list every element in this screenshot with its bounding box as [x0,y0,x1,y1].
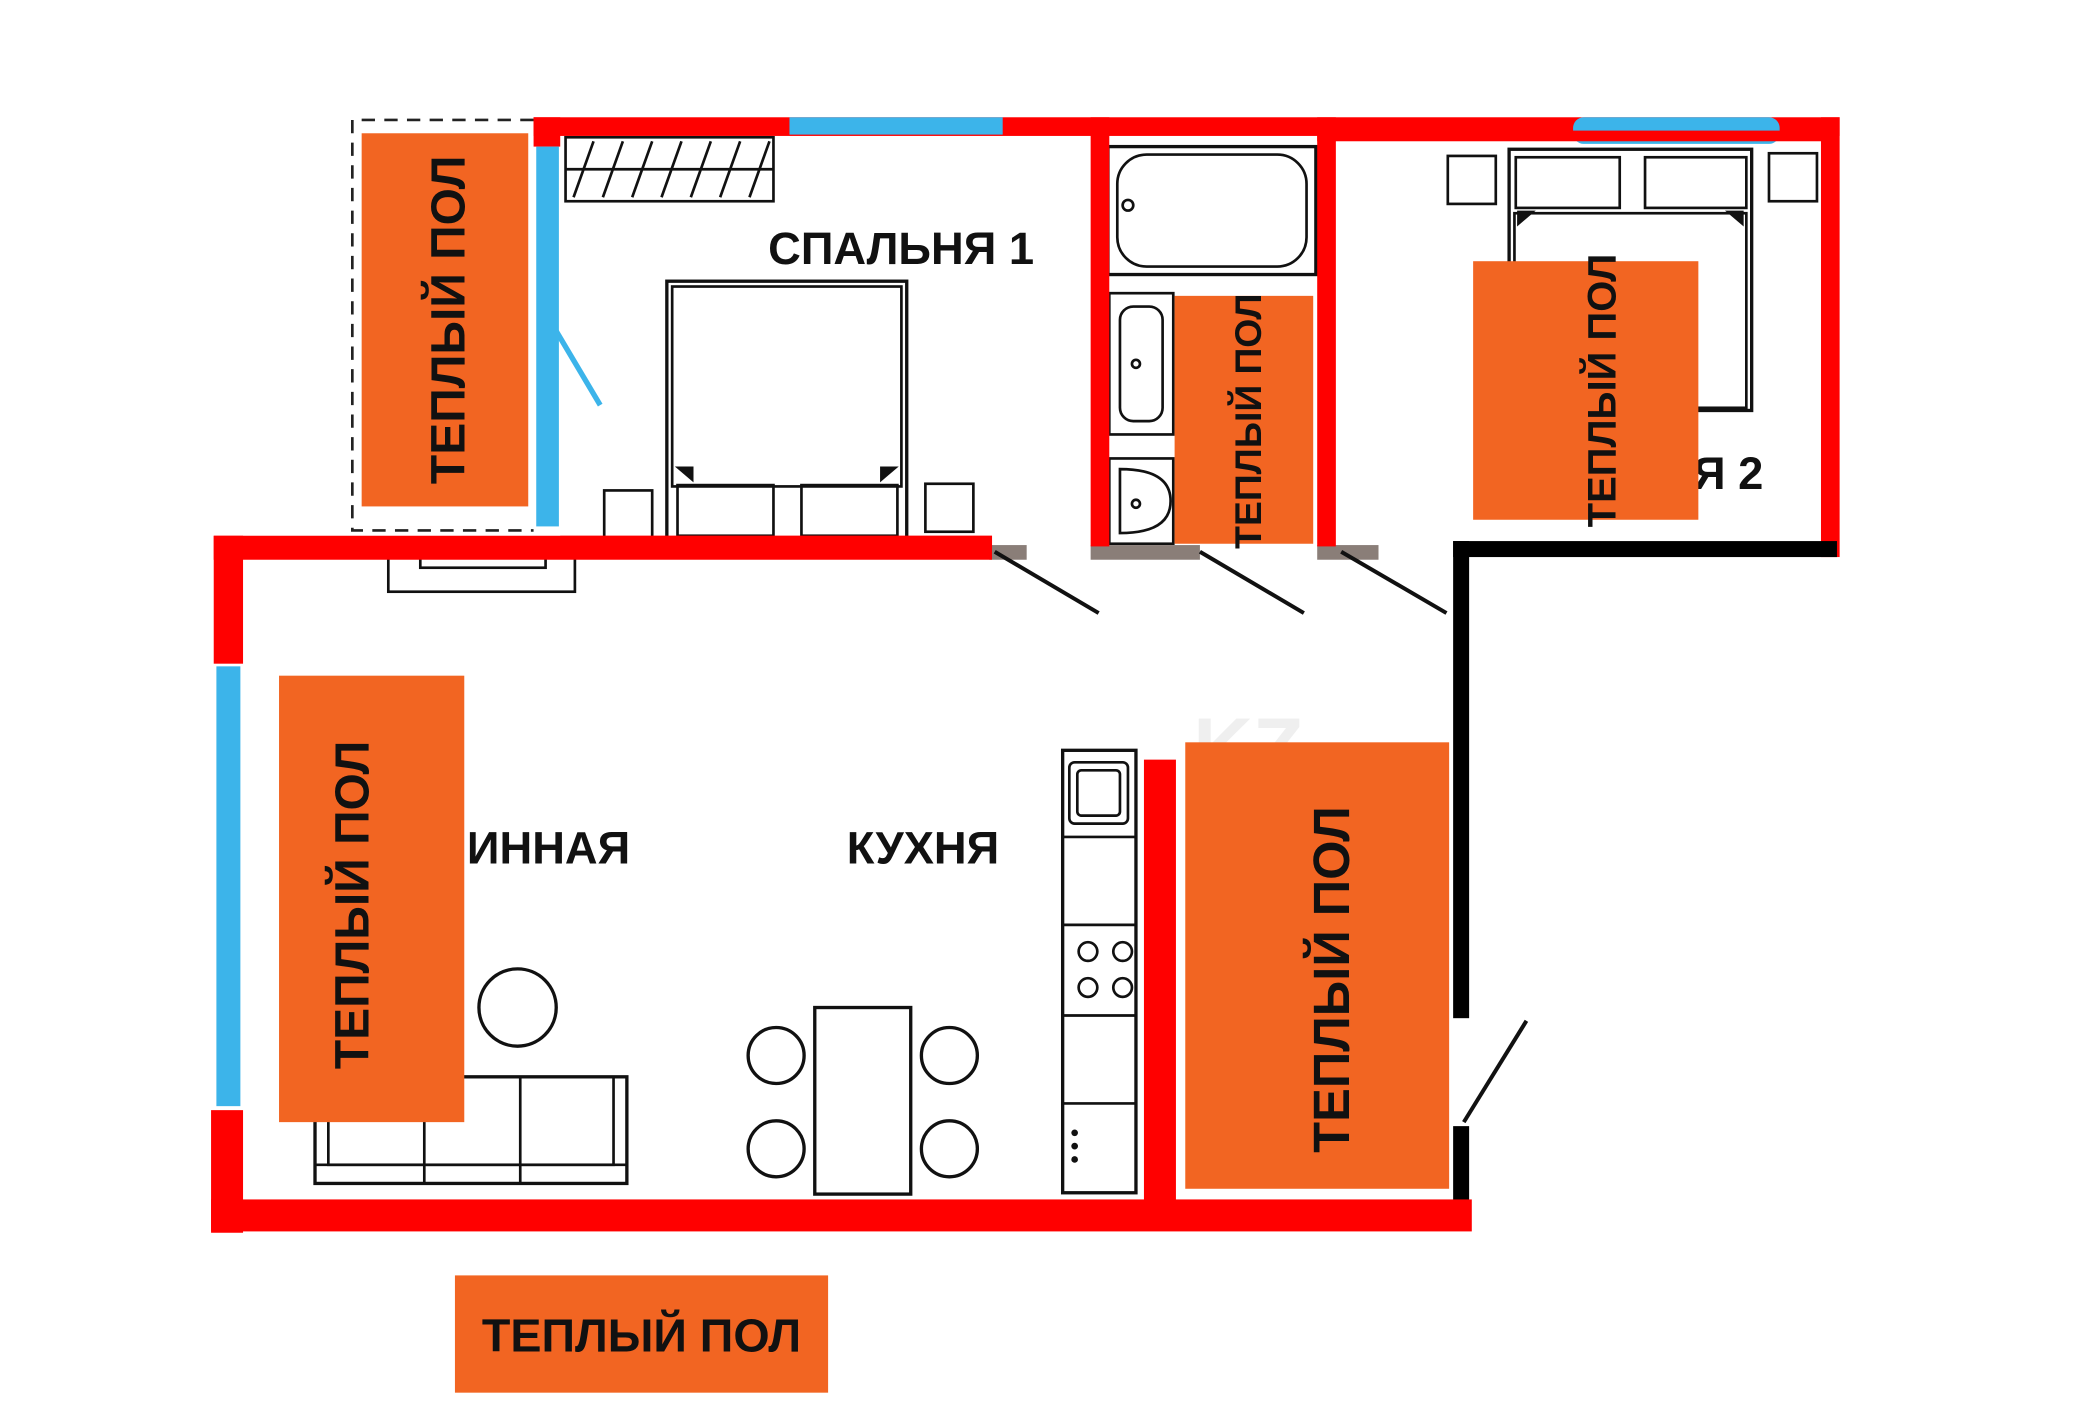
room-label-kitchen: КУХНЯ [847,823,999,874]
bathroom-sink [1107,291,1175,436]
kitchen-counter [1060,748,1138,1195]
heated-floor-zone-bathroom: ТЕПЛЫЙ ПОЛ [1174,293,1314,549]
door-leaf [993,550,1100,615]
heated-floor-label: ТЕПЛЫЙ ПОЛ [420,156,475,484]
heated-floor-label: ТЕПЛЫЙ ПОЛ [1579,254,1625,528]
wardrobe [564,135,775,203]
doors [547,318,1529,1124]
chair [919,1119,980,1179]
nightstand [924,482,975,534]
heated-floor-zone-bedroom-2: ТЕПЛЫЙ ПОЛ [1473,254,1699,528]
heated-floor-zone-balcony: ТЕПЛЫЙ ПОЛ [361,133,529,507]
nightstand [602,489,654,540]
legend-label: ТЕПЛЫЙ ПОЛ [482,1309,801,1361]
heated-floor-label: ТЕПЛЫЙ ПОЛ [1227,293,1269,548]
double-bed-1 [665,279,909,541]
room-label-living: ИННАЯ [467,823,630,874]
nightstand [1767,151,1819,203]
heated-floor-zone-living: ТЕПЛЫЙ ПОЛ [279,675,465,1123]
tv-stand [386,555,577,594]
heated-floor-zone-hallway: ТЕПЛЫЙ ПОЛ [1185,742,1450,1189]
room-label-bedroom-1: СПАЛЬНЯ 1 [768,223,1034,274]
nightstand [1446,154,1498,206]
chair [919,1025,980,1086]
dining-table [813,1005,913,1196]
bathtub [1106,144,1318,277]
door-leaf [1198,550,1305,615]
heated-floor-label: ТЕПЛЫЙ ПОЛ [1303,806,1360,1153]
chair [746,1025,806,1086]
door-leaf [1340,550,1448,615]
toilet [1107,457,1175,546]
chair [746,1119,806,1179]
balcony-outline [350,118,534,532]
heated-floor-label: ТЕПЛЫЙ ПОЛ [324,741,379,1069]
walls [211,117,1840,1233]
entrance-door-leaf [1462,1019,1529,1124]
round-coffee-table [477,967,558,1048]
door-threshold [1090,545,1200,560]
room-label-bedroom-2: Я 2 [1693,448,1763,499]
legend-heated-floor: ТЕПЛЫЙ ПОЛ [454,1275,829,1393]
door-threshold [1317,545,1379,560]
